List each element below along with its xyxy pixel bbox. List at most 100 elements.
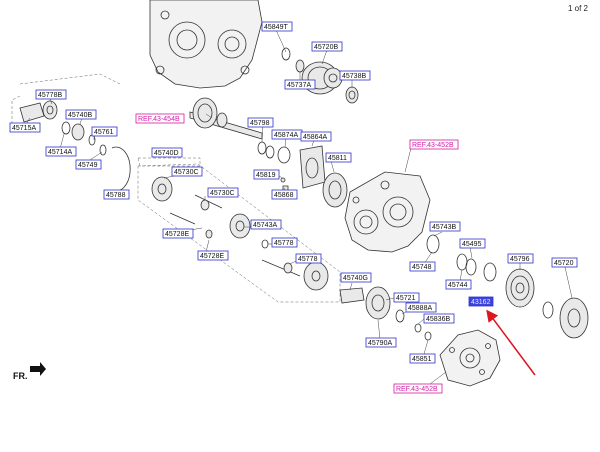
part-label-45740g[interactable]: 45740G — [340, 272, 372, 283]
cover-plate-bottom — [439, 329, 501, 387]
svg-text:45730C: 45730C — [174, 169, 199, 176]
part-label-45743b[interactable]: 45743B — [429, 221, 461, 232]
svg-text:45796: 45796 — [510, 256, 530, 263]
part-label-45730c-1[interactable]: 45730C — [171, 166, 203, 177]
svg-text:45778: 45778 — [298, 256, 318, 263]
svg-text:REF.43-452B: REF.43-452B — [412, 142, 454, 149]
part-label-45836b[interactable]: 45836B — [423, 313, 455, 324]
svg-text:45740G: 45740G — [343, 275, 368, 282]
part-label-45744[interactable]: 45744 — [445, 279, 472, 290]
svg-text:45720: 45720 — [554, 260, 574, 267]
ref-label-452b-bottom[interactable]: REF.43-452B — [393, 383, 443, 394]
part-label-45778b[interactable]: 45778B — [35, 89, 67, 100]
ring-gear-45720 — [542, 297, 589, 339]
svg-text:45715A: 45715A — [12, 125, 36, 132]
svg-text:45778B: 45778B — [38, 92, 62, 99]
pin-45819 — [280, 177, 286, 183]
seal-45748 — [426, 234, 440, 254]
svg-text:45836B: 45836B — [426, 316, 450, 323]
part-label-45811[interactable]: 45811 — [325, 152, 352, 163]
part-label-45749[interactable]: 45749 — [75, 159, 102, 170]
cover-45864a — [299, 145, 326, 189]
svg-text:45738B: 45738B — [342, 73, 366, 80]
seal-45798 — [257, 141, 275, 159]
part-label-45737a[interactable]: 45737A — [284, 79, 316, 90]
part-label-45715a[interactable]: 45715A — [9, 122, 41, 133]
svg-text:45721: 45721 — [396, 295, 416, 302]
svg-text:45849T: 45849T — [264, 24, 288, 31]
ring-45874a — [277, 146, 291, 164]
svg-text:45868: 45868 — [274, 192, 294, 199]
svg-text:45720B: 45720B — [314, 44, 338, 51]
ref-label-454b[interactable]: REF.43-454B — [135, 113, 185, 124]
part-label-45788[interactable]: 45788 — [103, 189, 130, 200]
part-label-45819[interactable]: 45819 — [253, 169, 280, 180]
part-label-45714a[interactable]: 45714A — [45, 146, 77, 157]
part-label-45864a[interactable]: 45864A — [300, 131, 332, 142]
part-label-45728e-2[interactable]: 45728E — [197, 250, 229, 261]
shaft-with-gear-454b — [189, 97, 263, 140]
carrier-assembly-group — [137, 157, 341, 303]
shaft-45715a — [19, 100, 58, 123]
shaft-45740g — [339, 286, 391, 320]
svg-text:45740B: 45740B — [68, 112, 92, 119]
drum-45796 — [505, 268, 535, 308]
part-label-45851[interactable]: 45851 — [409, 353, 436, 364]
rings-left-group — [61, 121, 107, 156]
part-label-45730c-2[interactable]: 45730C — [207, 187, 239, 198]
svg-text:REF.43-452B: REF.43-452B — [396, 386, 438, 393]
part-label-45868[interactable]: 45868 — [271, 189, 298, 200]
part-label-45495[interactable]: 45495 — [459, 238, 486, 249]
ring-45849t — [281, 47, 291, 61]
svg-text:45749: 45749 — [78, 162, 98, 169]
page-indicator: 1 of 2 — [567, 4, 588, 13]
svg-text:45728E: 45728E — [200, 253, 224, 260]
part-label-45738b[interactable]: 45738B — [339, 70, 371, 81]
transmission-housing-right — [344, 171, 431, 253]
ref-label-452b-top[interactable]: REF.43-452B — [409, 139, 459, 150]
part-label-45720[interactable]: 45720 — [551, 257, 578, 268]
svg-text:45740D: 45740D — [154, 150, 179, 157]
svg-text:45730C: 45730C — [210, 190, 235, 197]
part-label-45743a[interactable]: 45743A — [250, 219, 282, 230]
svg-text:45798: 45798 — [250, 120, 270, 127]
plate-45495 — [483, 262, 497, 282]
svg-text:45788: 45788 — [106, 192, 126, 199]
part-label-45849t[interactable]: 45849T — [261, 21, 293, 32]
highlighted-part-label[interactable]: 43162 — [468, 296, 494, 307]
part-label-45728e-1[interactable]: 45728E — [162, 228, 194, 239]
part-label-45778-1[interactable]: 45778 — [271, 237, 298, 248]
svg-text:45728E: 45728E — [165, 231, 189, 238]
bearing-45737a — [295, 59, 305, 73]
svg-text:45744: 45744 — [448, 282, 468, 289]
part-label-45720b[interactable]: 45720B — [311, 41, 343, 52]
svg-text:45714A: 45714A — [48, 149, 72, 156]
svg-text:45851: 45851 — [412, 356, 432, 363]
svg-text:45819: 45819 — [256, 172, 276, 179]
part-label-45778-2[interactable]: 45778 — [295, 253, 322, 264]
snap-ring-45788 — [111, 146, 131, 192]
svg-text:45495: 45495 — [462, 241, 482, 248]
part-label-45888a[interactable]: 45888A — [405, 302, 437, 313]
ring-45744 — [456, 253, 477, 276]
front-arrow-icon — [30, 362, 46, 376]
front-direction-label: FR. — [13, 371, 28, 381]
svg-text:45864A: 45864A — [303, 134, 327, 141]
part-label-45748[interactable]: 45748 — [409, 261, 436, 272]
part-label-45798[interactable]: 45798 — [247, 117, 274, 128]
svg-text:REF.43-454B: REF.43-454B — [138, 116, 180, 123]
part-label-45740d[interactable]: 45740D — [151, 147, 183, 158]
bearing-45738b — [345, 86, 359, 104]
part-label-45740b[interactable]: 45740B — [65, 109, 97, 120]
part-label-45796[interactable]: 45796 — [507, 253, 534, 264]
part-label-45721[interactable]: 45721 — [393, 292, 420, 303]
svg-text:45874A: 45874A — [274, 132, 298, 139]
part-label-45761[interactable]: 45761 — [91, 126, 118, 137]
svg-text:43162: 43162 — [471, 299, 491, 306]
gear-45811 — [322, 172, 348, 208]
svg-text:45743A: 45743A — [253, 222, 277, 229]
part-label-45874a[interactable]: 45874A — [271, 129, 303, 140]
part-label-45790a[interactable]: 45790A — [365, 337, 397, 348]
svg-text:45888A: 45888A — [408, 305, 432, 312]
